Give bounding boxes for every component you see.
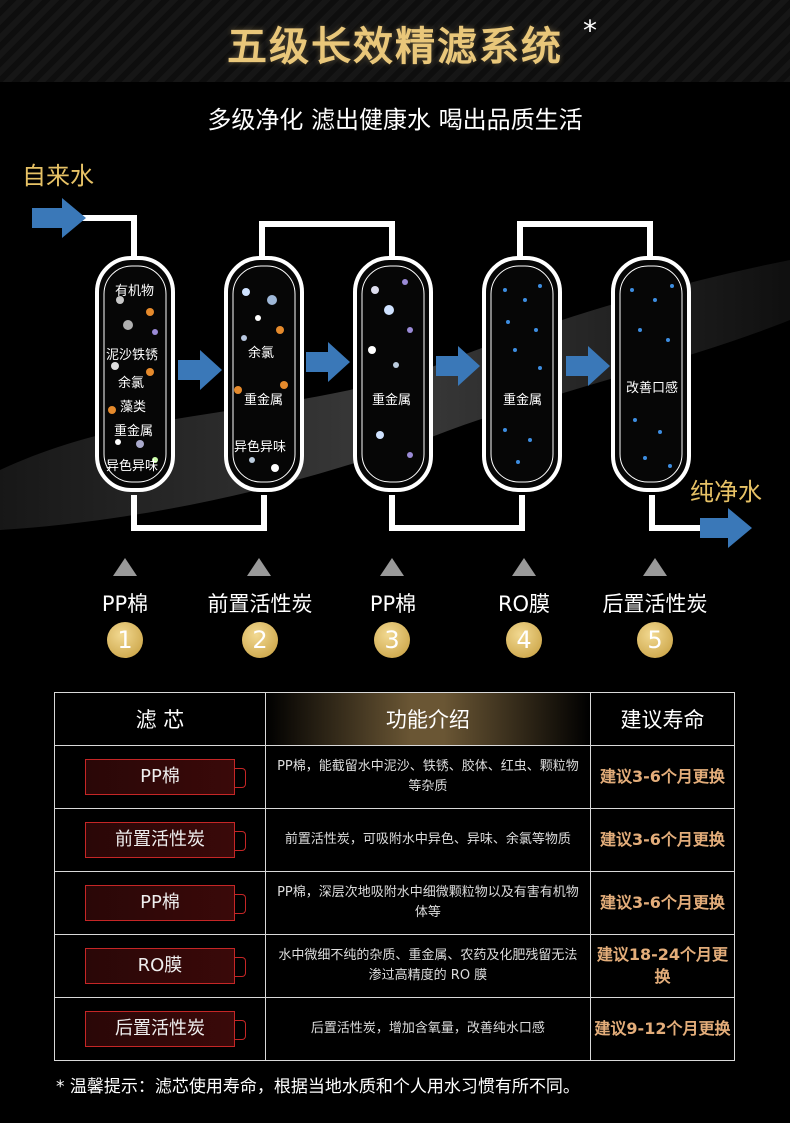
pipe-4-5 <box>517 221 653 262</box>
particles-4 <box>503 284 542 464</box>
header-band <box>0 0 790 82</box>
pointer-caret-1 <box>113 558 137 576</box>
column-header-function: 功能介绍 <box>264 692 591 746</box>
table-row: PP棉 PP棉，深层次地吸附水中细微颗粒物以及有害有机物体等 建议3-6个月更换 <box>54 871 736 935</box>
pipe-in <box>80 215 137 262</box>
table-row: 前置活性炭 前置活性炭，可吸附水中异色、异味、余氯等物质 建议3-6个月更换 <box>54 808 736 872</box>
arrow-2-3 <box>306 342 350 382</box>
filter-vessel-4 <box>482 256 562 492</box>
function-description: PP棉，深层次地吸附水中细微颗粒物以及有害有机物体等 <box>264 871 591 935</box>
pipe-out <box>649 495 700 531</box>
lifespan-value: 建议18-24个月更换 <box>589 934 736 998</box>
stage-number-5: 5 <box>637 622 673 658</box>
contaminant-label: 重金属 <box>114 424 154 439</box>
contaminant-label: 异色异味 <box>106 459 159 474</box>
filter-vessel-1 <box>95 256 175 492</box>
stage-number-4: 4 <box>506 622 542 658</box>
column-header-lifespan: 建议寿命 <box>589 692 736 746</box>
contaminant-label: 藻类 <box>120 400 147 415</box>
contaminant-label: 有机物 <box>115 284 155 299</box>
page-subtitle: 多级净化 滤出健康水 喝出品质生活 <box>207 106 583 134</box>
filter-cartridge: 前置活性炭 <box>84 822 246 858</box>
contaminant-label: 异色异味 <box>234 440 287 455</box>
filter-vessel-2 <box>224 256 304 492</box>
contaminant-label: 重金属 <box>503 393 543 408</box>
table-row: 后置活性炭 后置活性炭，增加含氧量，改善纯水口感 建议9-12个月更换 <box>54 997 736 1061</box>
arrow-out <box>700 508 752 548</box>
pipe-3-4 <box>389 495 525 531</box>
page-title: 五级长效精滤系统 <box>227 24 563 70</box>
stage-number-2: 2 <box>242 622 278 658</box>
lifespan-value: 建议3-6个月更换 <box>589 871 736 935</box>
lifespan-value: 建议9-12个月更换 <box>589 997 736 1061</box>
pipe-1-2 <box>131 495 267 531</box>
function-description: 水中微细不纯的杂质、重金属、农药及化肥残留无法渗过高精度的 RO 膜 <box>264 934 591 998</box>
pipe-2-3 <box>259 221 395 262</box>
footnote-tip: * 温馨提示：滤芯使用寿命，根据当地水质和个人用水习惯有所不同。 <box>56 1077 580 1097</box>
output-water-label: 纯净水 <box>690 478 762 506</box>
table-row: RO膜 水中微细不纯的杂质、重金属、农药及化肥残留无法渗过高精度的 RO 膜 建… <box>54 934 736 998</box>
contaminant-label: 重金属 <box>244 393 284 408</box>
input-water-label: 自来水 <box>22 162 94 190</box>
contaminant-label: 重金属 <box>372 393 412 408</box>
contaminant-label: 余氯 <box>118 376 145 391</box>
flow-arrows <box>32 198 752 548</box>
stage-name-1: PP棉 <box>101 592 149 616</box>
contaminant-label: 余氯 <box>248 346 275 361</box>
pointer-caret-4 <box>512 558 536 576</box>
particles-3 <box>368 279 413 458</box>
filter-cartridge: RO膜 <box>84 948 246 984</box>
pointer-caret-3 <box>380 558 404 576</box>
arrow-3-4 <box>436 346 480 386</box>
stage-name-5: 后置活性炭 <box>602 592 708 616</box>
contaminant-label: 泥沙铁锈 <box>106 348 159 363</box>
arrow-4-5 <box>566 346 610 386</box>
title-asterisk: * <box>583 14 597 47</box>
function-description: 前置活性炭，可吸附水中异色、异味、余氯等物质 <box>264 808 591 872</box>
arrow-1-2 <box>178 350 222 390</box>
stage-number-1: 1 <box>107 622 143 658</box>
filtration-diagram <box>0 198 790 548</box>
particles-1 <box>108 296 158 463</box>
filter-vessel-3 <box>353 256 433 492</box>
arrow-in <box>32 198 86 238</box>
particles-5 <box>630 284 674 468</box>
stage-number-3: 3 <box>374 622 410 658</box>
filter-cartridge: PP棉 <box>84 759 246 795</box>
column-header-filter: 滤 芯 <box>54 692 266 746</box>
pointer-caret-2 <box>247 558 271 576</box>
lifespan-value: 建议3-6个月更换 <box>589 745 736 809</box>
function-description: PP棉，能截留水中泥沙、铁锈、胶体、红虫、颗粒物等杂质 <box>264 745 591 809</box>
contaminant-label: 改善口感 <box>626 381 679 396</box>
stage-name-4: RO膜 <box>497 592 551 616</box>
pointer-caret-5 <box>643 558 667 576</box>
table-row: PP棉 PP棉，能截留水中泥沙、铁锈、胶体、红虫、颗粒物等杂质 建议3-6个月更… <box>54 745 736 809</box>
particles-2 <box>234 288 288 472</box>
table-header-row: 滤 芯 功能介绍 建议寿命 <box>54 692 736 746</box>
filter-vessel-5 <box>611 256 691 492</box>
function-description: 后置活性炭，增加含氧量，改善纯水口感 <box>264 997 591 1061</box>
filter-spec-table: 滤 芯 功能介绍 建议寿命 PP棉 PP棉，能截留水中泥沙、铁锈、胶体、红虫、颗… <box>54 692 736 1061</box>
filter-cartridge: 后置活性炭 <box>84 1011 246 1047</box>
stage-name-2: 前置活性炭 <box>207 592 313 616</box>
filter-cartridge: PP棉 <box>84 885 246 921</box>
lifespan-value: 建议3-6个月更换 <box>589 808 736 872</box>
stage-name-3: PP棉 <box>369 592 417 616</box>
